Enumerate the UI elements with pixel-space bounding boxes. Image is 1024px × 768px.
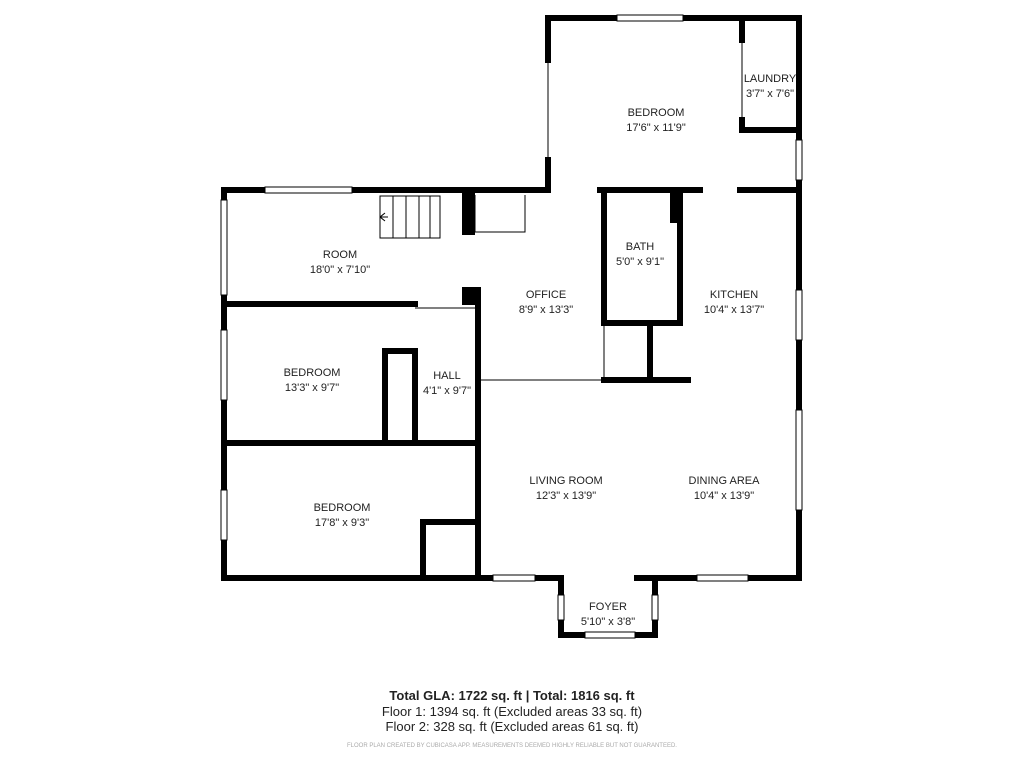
disclaimer: FLOOR PLAN CREATED BY CUBICASA APP. MEAS… <box>347 743 677 749</box>
floor1-area: Floor 1: 1394 sq. ft (Excluded areas 33 … <box>381 704 643 719</box>
total-area: Total GLA: 1722 sq. ft | Total: 1816 sq.… <box>389 688 635 703</box>
floor2-area: Floor 2: 328 sq. ft (Excluded areas 61 s… <box>385 719 639 734</box>
chimney <box>462 193 475 235</box>
windows <box>220 14 803 639</box>
walls <box>221 15 802 638</box>
stairs <box>379 195 441 239</box>
column <box>670 193 680 223</box>
column <box>462 287 478 305</box>
